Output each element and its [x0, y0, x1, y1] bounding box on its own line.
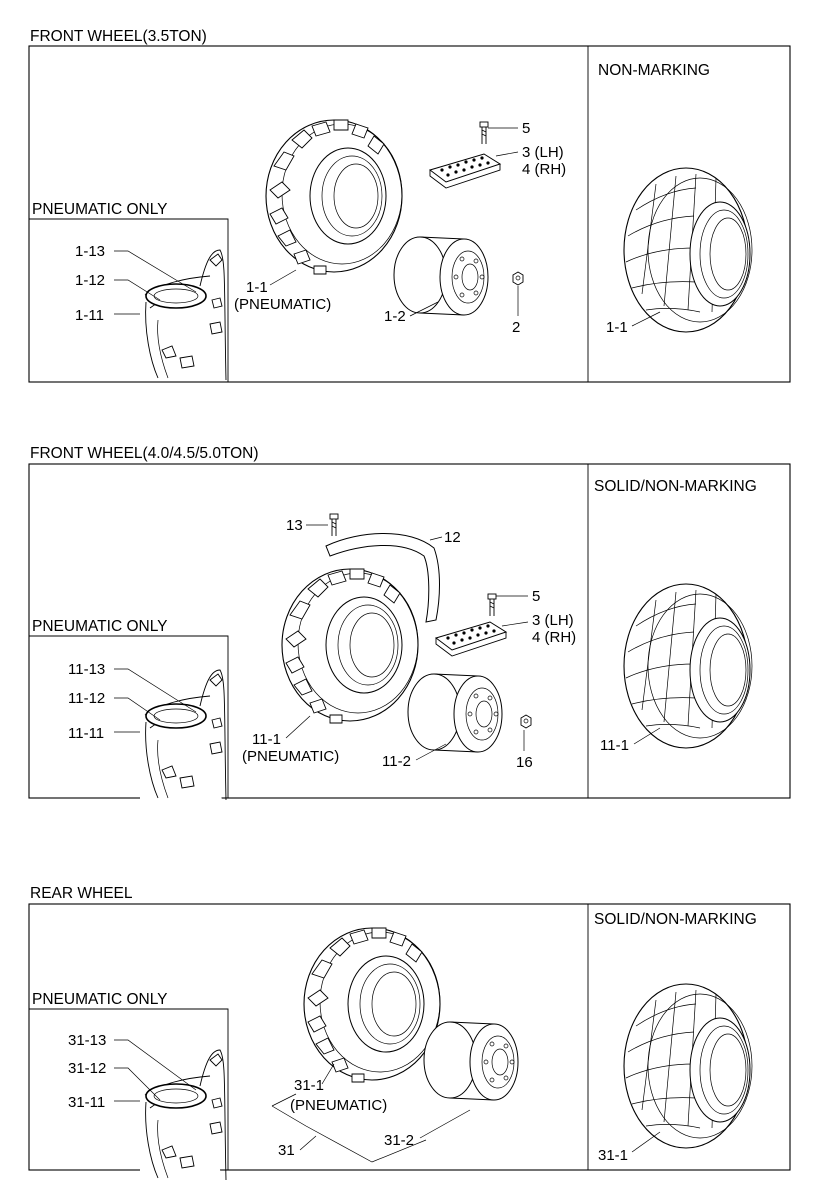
section-3-tire-drawing — [303, 927, 441, 1083]
section-1-tire-label: 1-1 — [246, 279, 268, 296]
section-2-nut-label: 16 — [516, 754, 533, 771]
section-1-inset-title: PNEUMATIC ONLY — [32, 201, 168, 218]
section-1-side-title: NON-MARKING — [598, 62, 710, 79]
section-3-tire-label: 31-1 — [294, 1077, 324, 1094]
section-3-rim-label: 31-2 — [384, 1132, 414, 1149]
section-2-inset-label-1: 11-13 — [68, 661, 105, 678]
section-1-inset-label-1: 1-13 — [75, 243, 105, 260]
section-2-fender-label: 12 — [444, 529, 461, 546]
section-3-title: REAR WHEEL — [30, 885, 133, 902]
section-1-plate-rh-label: 4 (RH) — [522, 161, 566, 178]
section-2-solid-tire-drawing — [623, 583, 753, 749]
section-2-plate-lh-label: 3 (LH) — [532, 612, 574, 629]
section-2-side-tire-label: 11-1 — [600, 737, 629, 754]
section-3-side-title: SOLID/NON-MARKING — [594, 911, 757, 928]
section-1-solid-tire-drawing — [623, 167, 753, 333]
section-3-assembly-label: 31 — [278, 1142, 295, 1159]
section-3-inset-label-1: 31-13 — [68, 1032, 106, 1049]
section-3-inset-label-3: 31-11 — [68, 1094, 105, 1111]
section-2-fender-bolt-label: 13 — [286, 517, 303, 534]
section-2-plate-drawing — [435, 621, 507, 657]
section-1-inset-label-3: 1-11 — [75, 307, 104, 324]
section-1-inset-frame — [29, 218, 229, 382]
section-1-title: FRONT WHEEL(3.5TON) — [30, 28, 207, 45]
section-1-frame — [28, 45, 791, 383]
section-2-frame — [28, 463, 791, 799]
section-3-solid-tire-drawing — [623, 983, 753, 1149]
section-1-tire-drawing — [265, 119, 403, 275]
section-2-bolt-label: 5 — [532, 588, 540, 605]
section-1-side-tire-label: 1-1 — [606, 319, 628, 336]
section-2-inset-title: PNEUMATIC ONLY — [32, 618, 168, 635]
section-2-rim-drawing — [407, 673, 503, 753]
section-2-tire-sublabel: (PNEUMATIC) — [242, 748, 339, 765]
section-2-title: FRONT WHEEL(4.0/4.5/5.0TON) — [30, 445, 259, 462]
section-2-tire-drawing — [281, 568, 419, 724]
section-1-nut-drawing — [512, 271, 524, 286]
section-2-tire-label: 11-1 — [252, 731, 281, 748]
section-3-inset-title: PNEUMATIC ONLY — [32, 991, 168, 1008]
section-1-tire-sublabel: (PNEUMATIC) — [234, 296, 331, 313]
section-2-bolt-drawing — [487, 593, 497, 617]
section-2-plate-rh-label: 4 (RH) — [532, 629, 576, 646]
section-2-inset-frame — [29, 635, 229, 798]
section-2-fender-drawing — [325, 533, 440, 623]
section-1-plate-lh-label: 3 (LH) — [522, 144, 564, 161]
section-1-rim-label: 1-2 — [384, 308, 406, 325]
section-1-rim-drawing — [393, 236, 489, 316]
section-3-inset-frame — [29, 1008, 229, 1170]
section-3-inset-label-2: 31-12 — [68, 1060, 106, 1077]
section-3-side-tire-label: 31-1 — [598, 1147, 628, 1164]
section-1-plate-drawing — [429, 153, 501, 189]
section-3-inset-tube-drawing — [139, 1049, 227, 1181]
section-2-nut-drawing — [520, 714, 532, 729]
section-1-inset-label-2: 1-12 — [75, 272, 105, 289]
section-1-bolt-drawing — [479, 121, 489, 145]
section-3-rim-drawing — [423, 1021, 519, 1101]
section-2-inset-label-2: 11-12 — [68, 690, 105, 707]
section-2-fender-bolt-drawing — [329, 513, 339, 537]
section-2-inset-label-3: 11-11 — [68, 725, 104, 742]
section-2-rim-label: 11-2 — [382, 753, 411, 770]
section-1-nut-label: 2 — [512, 319, 520, 336]
section-3-frame — [28, 903, 791, 1171]
section-1-bolt-label: 5 — [522, 120, 530, 137]
section-2-side-title: SOLID/NON-MARKING — [594, 478, 757, 495]
section-3-tire-sublabel: (PNEUMATIC) — [290, 1097, 387, 1114]
section-1-inset-tube-drawing — [139, 249, 227, 381]
section-2-inset-tube-drawing — [139, 669, 227, 801]
